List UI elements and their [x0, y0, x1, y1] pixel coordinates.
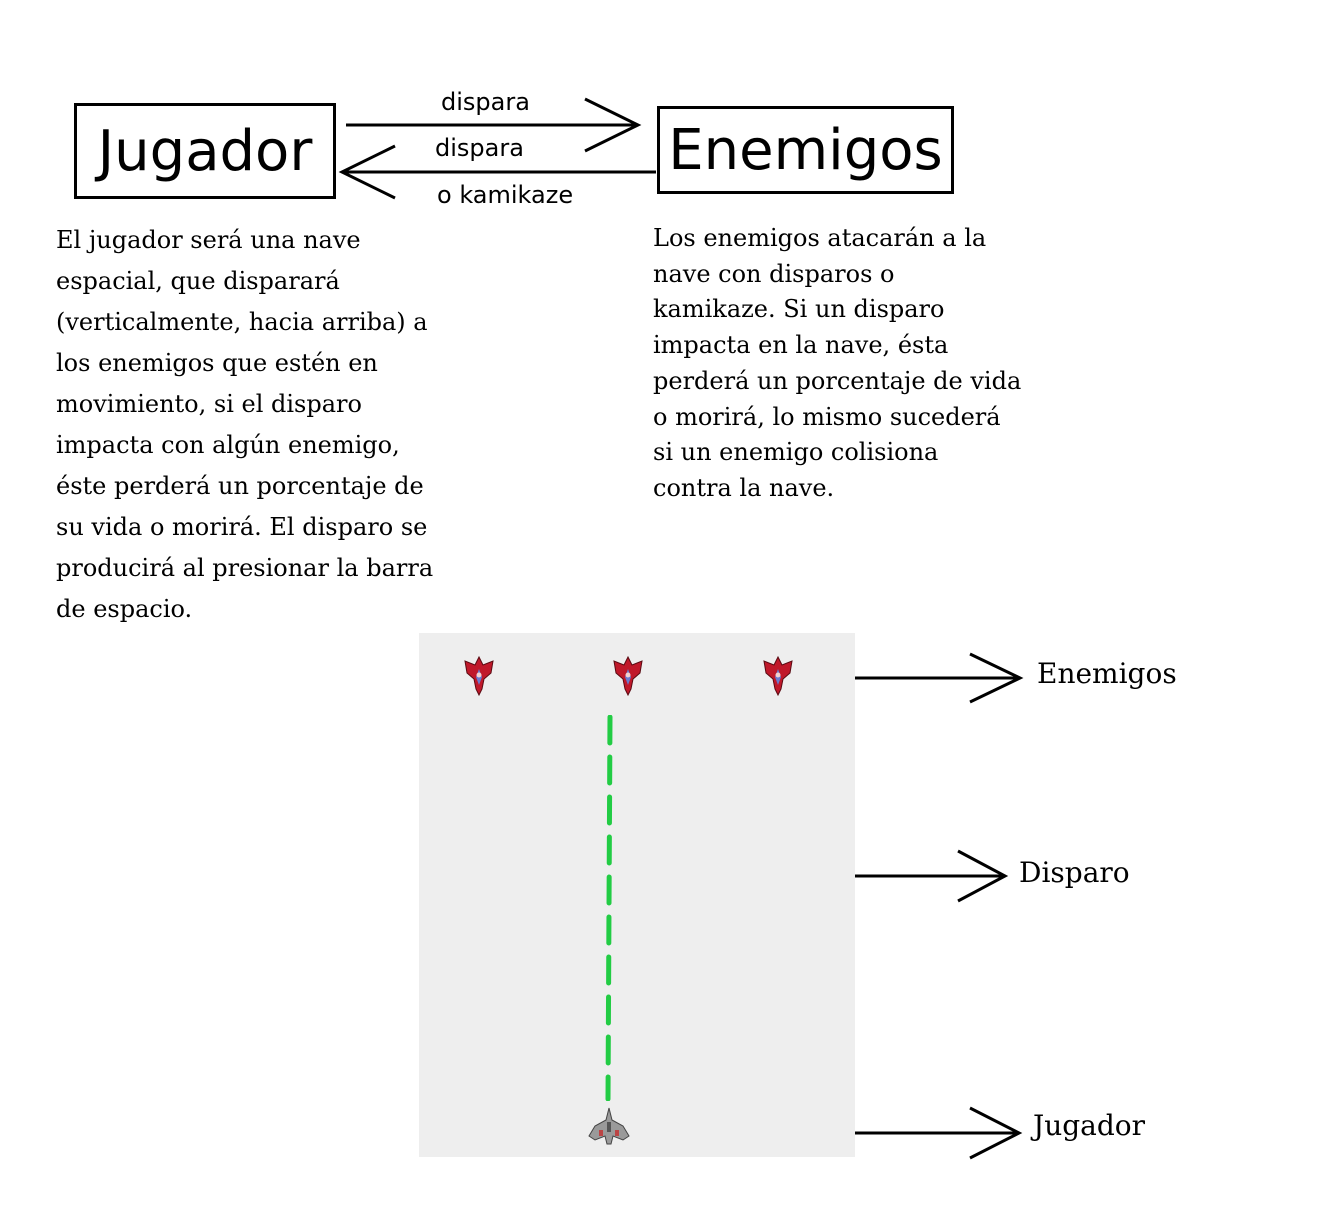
laser-shot: [605, 715, 613, 1101]
game-scene: [419, 633, 855, 1157]
arrow-jugador-to-enemigos: [346, 97, 642, 153]
jugador-box: Jugador: [74, 103, 336, 199]
arrow-enemigos-to-jugador: [338, 144, 656, 200]
label-disparo: Disparo: [1019, 856, 1130, 889]
label-enemigos: Enemigos: [1037, 657, 1177, 690]
jugador-description: El jugador será una nave espacial, que d…: [56, 226, 434, 623]
player-ship-icon: [588, 1107, 630, 1145]
enemy-ship-icon: [613, 655, 643, 697]
label-jugador: Jugador: [1033, 1109, 1146, 1142]
enemigos-box: Enemigos: [657, 106, 954, 194]
enemigos-description: Los enemigos atacarán a la nave con disp…: [653, 224, 1022, 502]
arrow-enemigos-label: [828, 652, 1024, 704]
arrow-label-dispara-right: dispara: [441, 88, 530, 116]
arrow-label-dispara-left: dispara: [435, 134, 524, 162]
arrow-label-kamikaze: o kamikaze: [437, 181, 574, 209]
enemy-ship-icon: [763, 655, 793, 697]
enemy-ship-icon: [464, 655, 494, 697]
